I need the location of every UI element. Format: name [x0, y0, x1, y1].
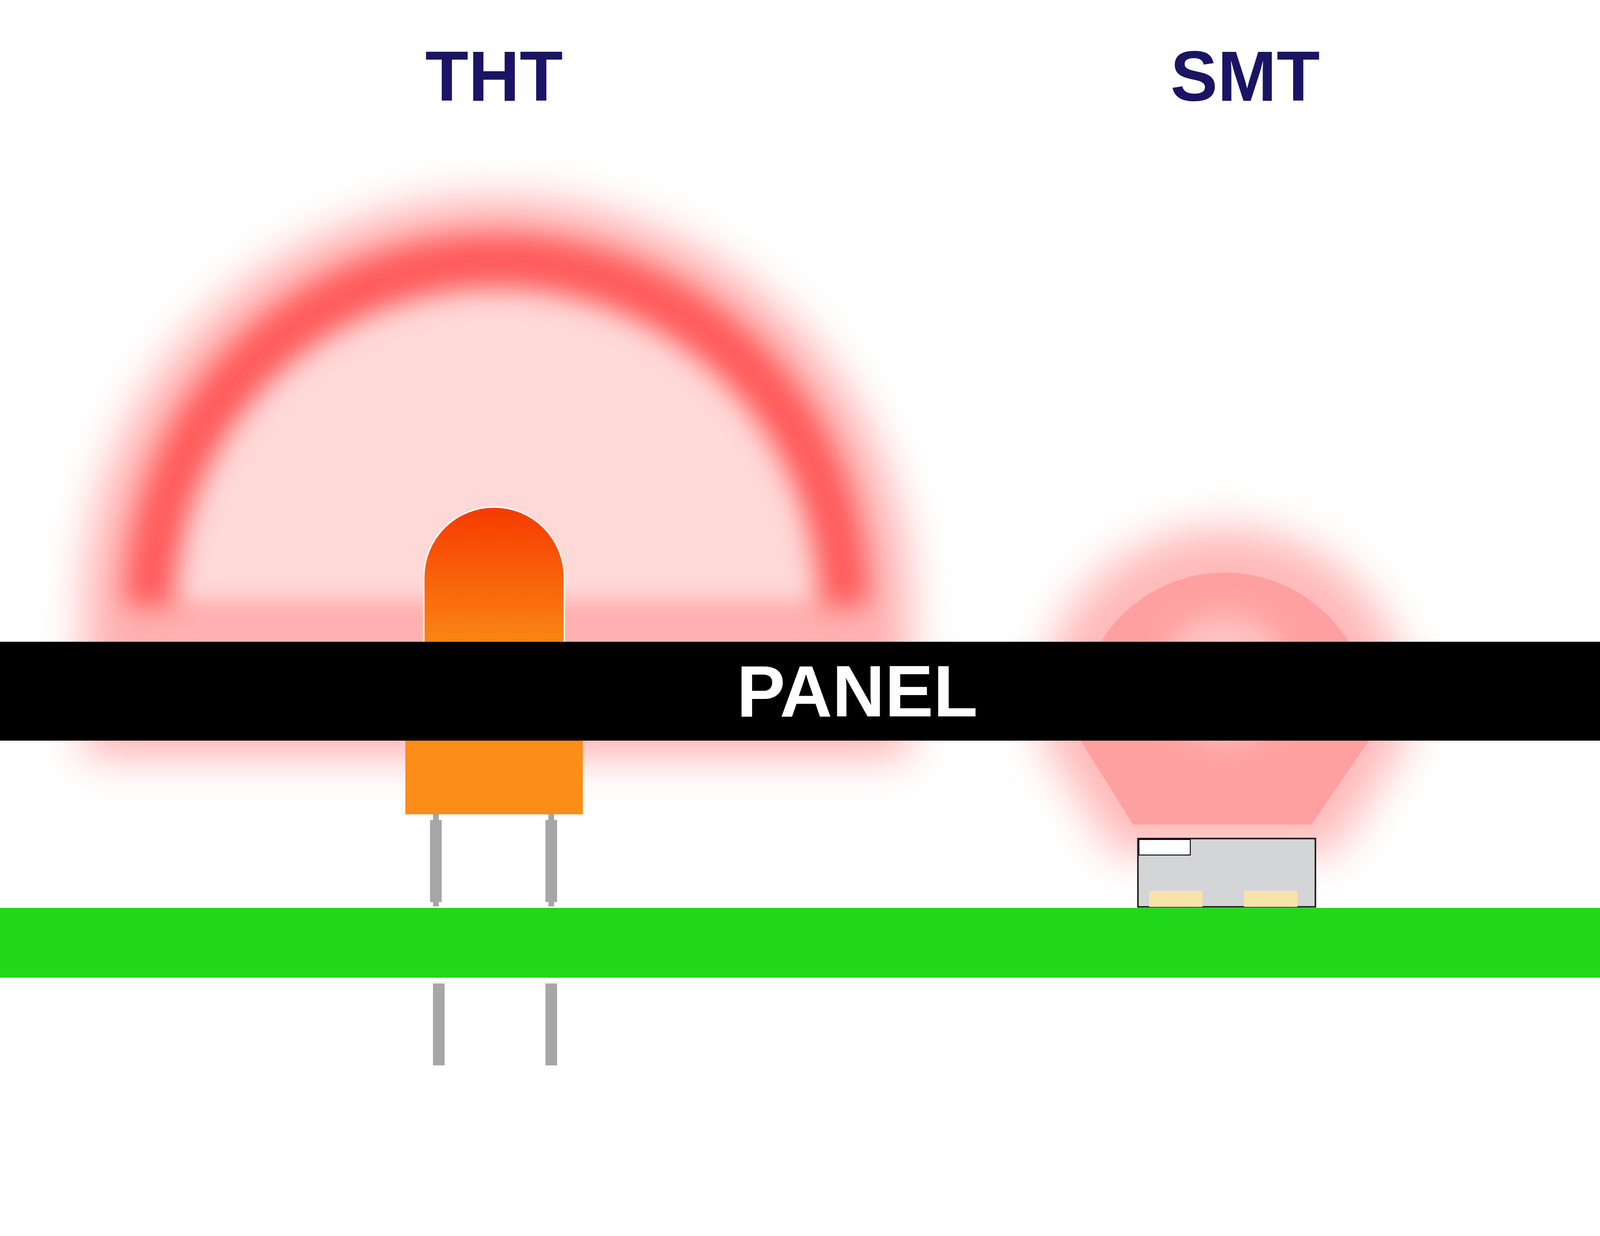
- led-lead: [430, 820, 442, 903]
- smt-led: [1137, 838, 1316, 908]
- smt-pad: [1149, 891, 1203, 908]
- led-lead: [545, 820, 558, 903]
- smt-pad: [1244, 891, 1298, 908]
- panel-label: PANEL: [736, 655, 978, 728]
- led-lead: [545, 983, 558, 1066]
- tht-led: [405, 507, 583, 1066]
- column-heading: THT: [425, 41, 563, 112]
- panel-band: PANEL: [0, 641, 1600, 741]
- smt-package: [1137, 838, 1316, 908]
- led-lead: [432, 983, 445, 1066]
- smt-polarity-mark: [1138, 839, 1191, 856]
- pcb-board: [0, 908, 1600, 978]
- column-heading: SMT: [1170, 41, 1320, 112]
